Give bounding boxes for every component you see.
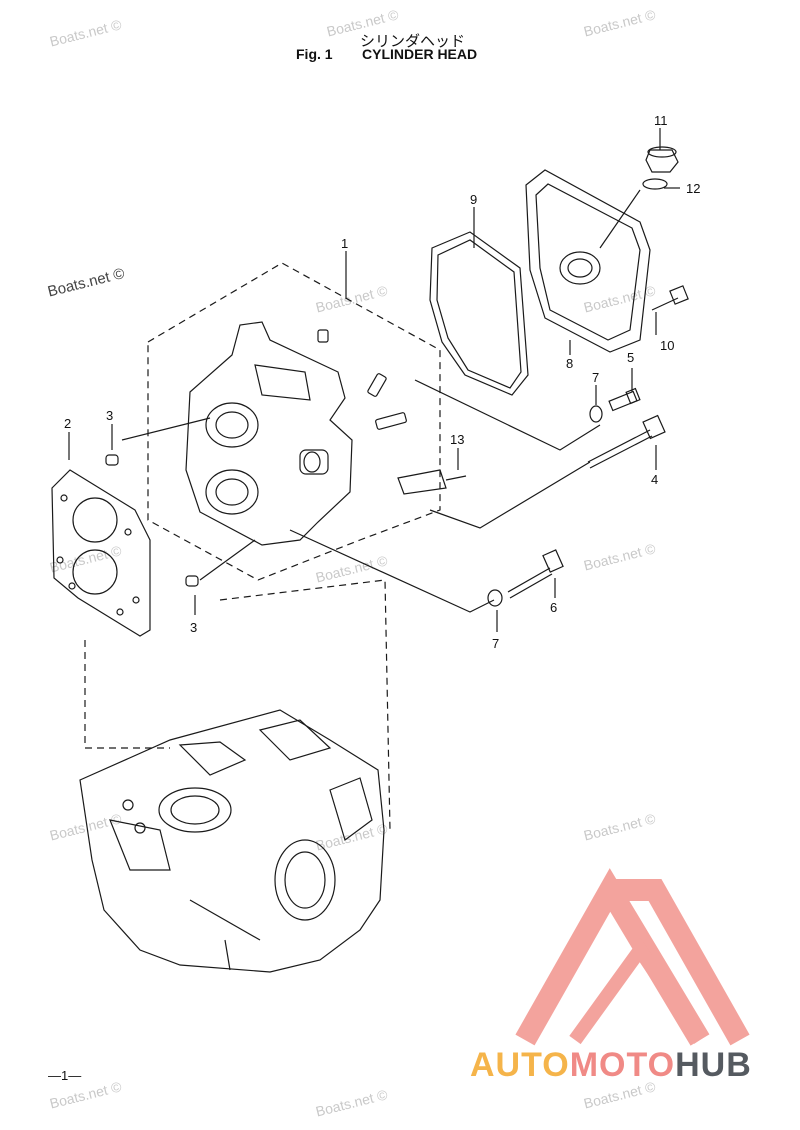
figure-title: CYLINDER HEAD bbox=[362, 46, 478, 62]
brand-wordmark: AUTOMOTOHUB bbox=[470, 1046, 752, 1085]
callout-8: 8 bbox=[566, 356, 574, 371]
dowel-pin-lower bbox=[185, 575, 199, 587]
callout-1: 1 bbox=[341, 236, 349, 251]
callout-2: 2 bbox=[64, 416, 72, 431]
callout-13: 13 bbox=[450, 432, 465, 447]
washer-7-lower bbox=[487, 589, 503, 607]
cover-gasket bbox=[429, 231, 529, 396]
callout-10: 10 bbox=[660, 338, 675, 353]
callout-7-lower: 7 bbox=[492, 636, 500, 651]
callout-12: 12 bbox=[686, 181, 701, 196]
callout-7: 7 bbox=[592, 370, 600, 385]
callout-9: 9 bbox=[470, 192, 478, 207]
callout-3: 3 bbox=[106, 408, 114, 423]
oil-filler-cap bbox=[645, 149, 679, 173]
engine-block bbox=[79, 709, 385, 973]
bolt-4 bbox=[587, 429, 651, 463]
brand-logo bbox=[515, 868, 750, 1046]
cylinder-head-gasket bbox=[51, 469, 151, 637]
bolt-10 bbox=[651, 297, 679, 311]
dowel-pin bbox=[105, 454, 119, 466]
callout-3-lower: 3 bbox=[190, 620, 198, 635]
callout-6: 6 bbox=[550, 600, 558, 615]
figure-label: Fig. 1 bbox=[296, 46, 333, 62]
cylinder-head-cover bbox=[525, 169, 651, 353]
o-ring bbox=[642, 178, 668, 190]
washer-7 bbox=[589, 405, 603, 423]
assembly-dashed-outline bbox=[147, 262, 441, 581]
bolt-6 bbox=[507, 567, 551, 593]
brand-part-moto: MOTO bbox=[569, 1046, 676, 1084]
callout-5: 5 bbox=[627, 350, 635, 365]
spark-plug bbox=[397, 469, 447, 495]
cylinder-head-body bbox=[185, 321, 353, 546]
brand-part-hub: HUB bbox=[675, 1046, 752, 1084]
bolt-5 bbox=[608, 390, 638, 412]
page-number: —1— bbox=[48, 1068, 82, 1083]
title-japanese: シリンダヘッド bbox=[360, 32, 466, 50]
brand-part-auto: AUTO bbox=[470, 1046, 570, 1084]
callout-11: 11 bbox=[654, 113, 668, 128]
callout-4: 4 bbox=[651, 472, 659, 487]
